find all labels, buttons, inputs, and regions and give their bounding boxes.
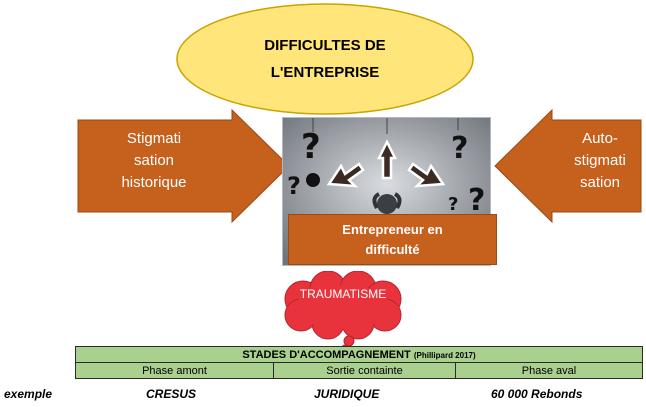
example-label: exemple xyxy=(4,387,53,401)
ellipse-title-line1: DIFFICULTES DE xyxy=(264,37,386,54)
stigmatisation-line3: historique xyxy=(121,174,187,191)
ellipse-title-line2: L'ENTREPRISE xyxy=(270,64,380,81)
question-mark-icon: ? xyxy=(451,131,468,166)
question-mark-icon: ? xyxy=(448,194,458,215)
entrepreneur-banner: Entrepreneur en difficulté xyxy=(288,214,497,265)
stades-phase-row: Phase amont Sortie containte Phase aval xyxy=(75,362,643,379)
entrepreneur-banner-line2: difficulté xyxy=(365,241,420,257)
stades-header-row: STADES D'ACCOMPAGNEMENT (Phillipard 2017… xyxy=(75,346,643,363)
example-rebonds: 60 000 Rebonds xyxy=(491,387,583,401)
auto-stigmatisation-label: Auto- stigmati sation xyxy=(560,128,640,194)
phase-amont-cell: Phase amont xyxy=(75,362,274,379)
stigmatisation-label: Stigmati sation historique xyxy=(78,128,230,194)
stades-header-source: (Phillipard 2017) xyxy=(413,350,476,360)
stades-table: STADES D'ACCOMPAGNEMENT (Phillipard 2017… xyxy=(75,346,643,379)
difficultes-ellipse xyxy=(176,3,474,115)
auto-stigmatisation-line1: Auto- xyxy=(582,130,618,147)
stades-header-title: STADES D'ACCOMPAGNEMENT xyxy=(242,348,411,361)
example-cresus: CRESUS xyxy=(146,387,197,401)
entrepreneur-banner-line1: Entrepreneur en xyxy=(342,221,443,237)
stigmatisation-arrow xyxy=(77,109,290,223)
question-mark-icon: ? xyxy=(301,127,321,167)
example-juridique: JURIDIQUE xyxy=(314,387,380,401)
stades-header: STADES D'ACCOMPAGNEMENT (Phillipard 2017… xyxy=(75,346,643,363)
ellipse-title: DIFFICULTES DE L'ENTREPRISE xyxy=(175,32,475,86)
stigmatisation-line2: sation xyxy=(133,152,175,169)
question-mark-icon: ? xyxy=(468,183,485,218)
traumatisme-cloud xyxy=(284,271,402,351)
stigmatisation-line1: Stigmati xyxy=(126,130,182,147)
sortie-containte-cell: Sortie containte xyxy=(273,362,456,379)
traumatisme-label: TRAUMATISME xyxy=(299,287,387,301)
question-mark-icon: ? xyxy=(287,172,301,200)
auto-stigmatisation-arrow xyxy=(494,109,642,223)
phase-aval-cell: Phase aval xyxy=(455,362,643,379)
auto-stigmatisation-line3: sation xyxy=(579,174,621,191)
auto-stigmatisation-line2: stigmati xyxy=(574,152,626,169)
